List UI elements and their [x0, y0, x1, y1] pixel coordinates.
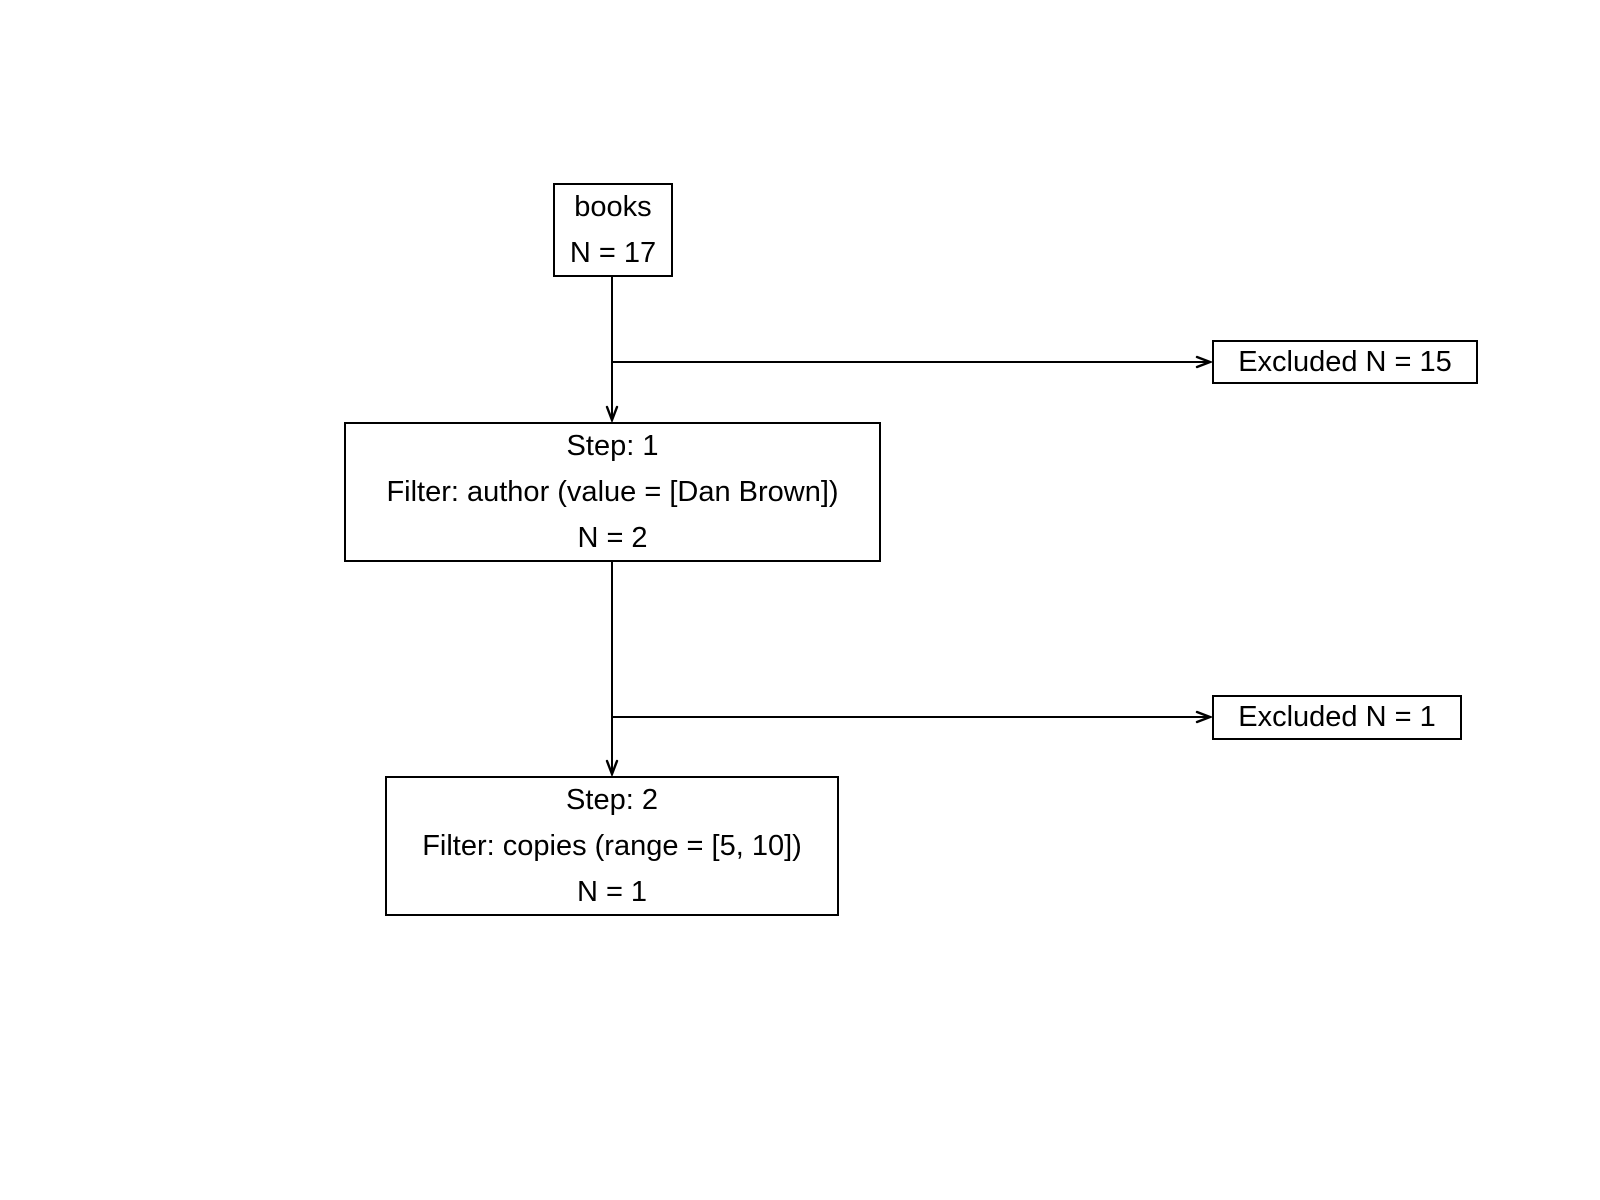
step1-node: Step: 1 Filter: author (value = [Dan Bro…	[344, 422, 881, 562]
step1-filter-description: Filter: author (value = [Dan Brown])	[386, 476, 839, 508]
source-dataset-name: books	[574, 191, 652, 223]
excluded1-node: Excluded N = 15	[1212, 340, 1478, 384]
excluded2-label: Excluded N = 1	[1238, 701, 1436, 733]
source-count: N = 17	[569, 237, 657, 269]
step2-node: Step: 2 Filter: copies (range = [5, 10])…	[385, 776, 839, 916]
excluded1-label: Excluded N = 15	[1238, 346, 1452, 378]
step1-title: Step: 1	[566, 430, 659, 462]
step1-count: N = 2	[577, 522, 648, 554]
source-node-books: books N = 17	[553, 183, 673, 277]
excluded2-node: Excluded N = 1	[1212, 695, 1462, 740]
step2-count: N = 1	[576, 876, 648, 908]
step2-title: Step: 2	[566, 784, 658, 816]
step2-filter-description: Filter: copies (range = [5, 10])	[422, 830, 802, 862]
